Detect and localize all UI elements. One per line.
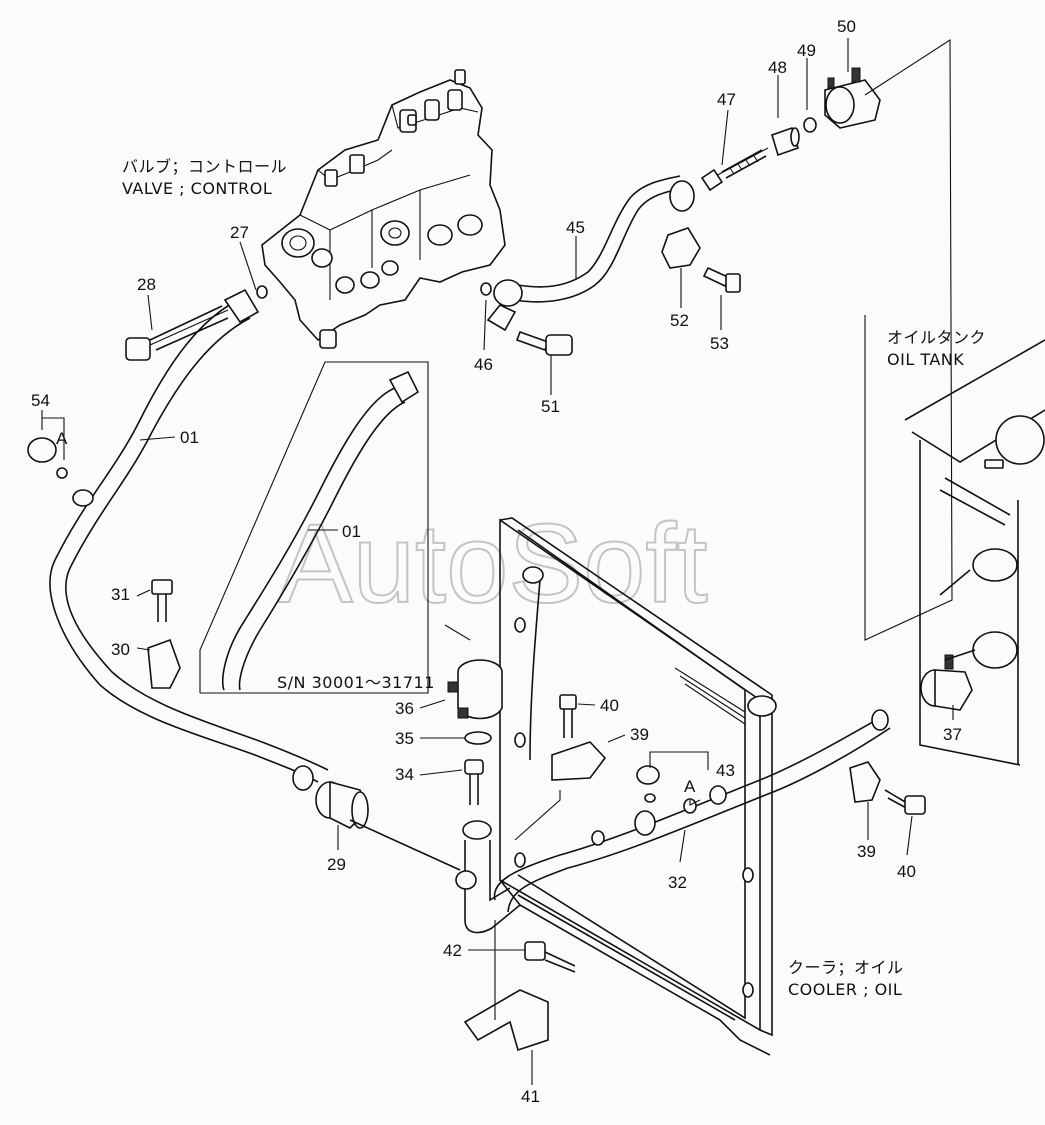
valve-34	[464, 759, 484, 805]
o-ring-27	[256, 285, 268, 299]
callout-A-cooler: A	[684, 777, 696, 796]
o-ring-46	[480, 282, 492, 296]
callout-50: 50	[837, 17, 856, 36]
oil-cooler	[499, 517, 777, 1056]
pipe-01	[49, 288, 329, 791]
pipe-45	[486, 175, 695, 332]
callout-51: 51	[541, 397, 560, 416]
valve-caption-jp: バルブ；コントロール	[122, 157, 287, 176]
callout-34: 34	[395, 765, 414, 784]
clamp-29	[315, 780, 369, 829]
callout-35: 35	[395, 729, 414, 748]
callout-leaders	[41, 38, 954, 1085]
callout-54: 54	[31, 391, 50, 410]
clamp-39-left	[551, 741, 607, 781]
pipe-32	[493, 709, 891, 913]
captions: バルブ；コントロール VALVE ; CONTROL オイルタンク OIL TA…	[122, 157, 986, 999]
callout-32: 32	[668, 873, 687, 892]
callout-36: 36	[395, 699, 414, 718]
oil-tank	[904, 339, 1045, 766]
callout-A-plug: A	[56, 429, 68, 448]
callout-53: 53	[710, 334, 729, 353]
callout-40-right: 40	[897, 862, 916, 881]
callout-40: 40	[600, 696, 619, 715]
watermark: AutoSoft	[278, 501, 708, 626]
bolt-53	[702, 266, 732, 288]
callout-45: 45	[566, 218, 585, 237]
bolt-42	[524, 941, 576, 973]
clamp-50	[824, 67, 881, 129]
clamp-30	[147, 638, 181, 689]
callout-28: 28	[137, 275, 156, 294]
snap-ring-35	[464, 731, 492, 745]
callout-31: 31	[111, 585, 130, 604]
clamp-36	[447, 659, 503, 720]
control-valve	[261, 69, 506, 349]
bracket-41	[463, 989, 549, 1052]
bolt-40-left	[559, 694, 577, 710]
callout-49: 49	[797, 41, 816, 60]
bolt-28	[125, 305, 229, 361]
callout-39-right: 39	[857, 842, 876, 861]
clamp-39-right	[849, 761, 881, 803]
leader-lines	[444, 624, 561, 841]
cooler-caption-en: COOLER ; OIL	[788, 980, 902, 999]
callout-42: 42	[443, 941, 462, 960]
callout-37: 37	[943, 725, 962, 744]
callout-47: 47	[717, 90, 736, 109]
plug-54	[27, 437, 68, 479]
tank-caption-en: OIL TANK	[887, 350, 964, 369]
pipe-elbow	[349, 819, 521, 934]
connector-47	[700, 147, 769, 192]
callout-46: 46	[474, 355, 493, 374]
callout-52: 52	[670, 311, 689, 330]
callout-labels: 50 49 48 47 45 27 28 46 51 52 53 54 01 0…	[31, 17, 962, 1106]
clamp-37	[920, 654, 973, 711]
callout-29: 29	[327, 855, 346, 874]
callout-39: 39	[630, 725, 649, 744]
callout-48: 48	[768, 58, 787, 77]
bolt-51	[515, 330, 550, 352]
clamp-52	[661, 227, 701, 269]
bolt-31	[151, 579, 173, 622]
callout-01-inset: 01	[342, 522, 361, 541]
plug-43	[636, 765, 660, 785]
callout-01: 01	[180, 428, 199, 447]
cooler-caption-jp: クーラ；オイル	[788, 958, 904, 977]
callout-43: 43	[716, 761, 735, 780]
valve-caption-en: VALVE ; CONTROL	[122, 179, 272, 198]
washer-49	[803, 117, 817, 133]
tank-caption-jp: オイルタンク	[887, 328, 986, 347]
callout-27: 27	[230, 223, 249, 242]
collar-48	[771, 126, 800, 157]
callout-30: 30	[111, 640, 130, 659]
serial-range: S/N 30001～31711	[277, 673, 435, 692]
serial-variant-inset	[199, 361, 429, 694]
callout-41: 41	[521, 1087, 540, 1106]
tank-leader-box	[864, 38, 953, 641]
